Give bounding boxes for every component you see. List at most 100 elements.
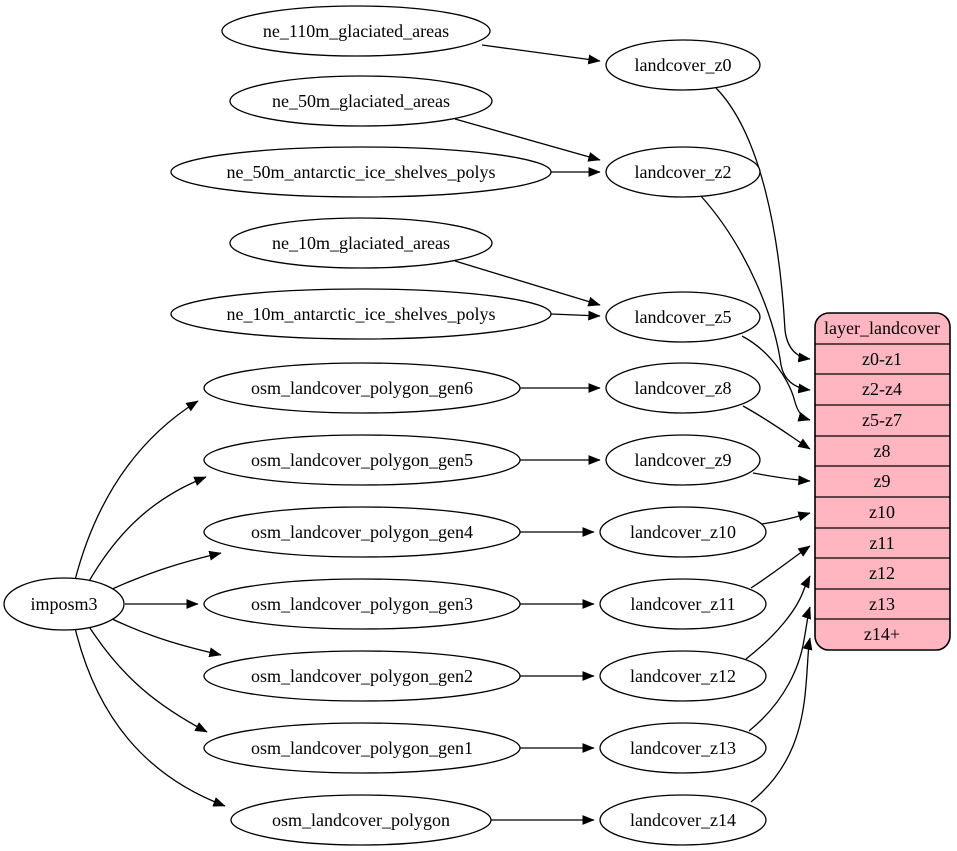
node-shape	[203, 722, 521, 774]
node-shape	[599, 722, 767, 774]
edge-imposm3-gen6	[74, 400, 199, 581]
node-label: ne_50m_glaciated_areas	[272, 91, 450, 111]
node-shape	[605, 291, 761, 343]
edge-z9-row-z9	[752, 472, 811, 486]
node-imposm3: imposm3	[3, 577, 125, 631]
node-osm-landcover-polygon-gen2: osm_landcover_polygon_gen2	[203, 650, 521, 702]
node-shape	[599, 506, 767, 558]
node-label: osm_landcover_polygon_gen6	[251, 378, 473, 398]
edge-imposm3-poly	[74, 627, 226, 807]
node-osm-landcover-polygon-gen3: osm_landcover_polygon_gen3	[203, 578, 521, 630]
nodes-layer: imposm3 ne_110m_glaciated_areas ne_50m_g…	[3, 5, 767, 846]
node-shape	[599, 578, 767, 630]
record-row-label: z10	[869, 502, 895, 522]
node-osm-landcover-polygon-gen1: osm_landcover_polygon_gen1	[203, 722, 521, 774]
node-ne-10m-glaciated-areas: ne_10m_glaciated_areas	[229, 217, 493, 269]
node-ne-50m-glaciated-areas: ne_50m_glaciated_areas	[229, 75, 493, 127]
node-osm-landcover-polygon: osm_landcover_polygon	[230, 794, 492, 846]
node-landcover-z10: landcover_z10	[599, 506, 767, 558]
node-shape	[170, 146, 552, 198]
edge-ne50m-z2	[454, 118, 601, 162]
edge-imposm3-gen2	[109, 617, 222, 658]
node-landcover-z2: landcover_z2	[605, 146, 761, 198]
node-label: landcover_z14	[630, 810, 736, 830]
node-label: landcover_z5	[635, 307, 732, 327]
record-body	[814, 312, 951, 651]
record-row-label: z2-z4	[862, 379, 902, 399]
node-ne-110m-glaciated-areas: ne_110m_glaciated_areas	[221, 5, 491, 57]
node-osm-landcover-polygon-gen6: osm_landcover_polygon_gen6	[203, 362, 521, 414]
record-row-label: z13	[869, 594, 895, 614]
node-shape	[221, 5, 491, 57]
node-landcover-z5: landcover_z5	[605, 291, 761, 343]
node-landcover-z13: landcover_z13	[599, 722, 767, 774]
edges-layer	[74, 44, 813, 825]
edge-z11-row-z11	[750, 545, 811, 589]
node-shape	[3, 577, 125, 631]
node-label: ne_110m_glaciated_areas	[263, 21, 449, 41]
record-row-label: z0-z1	[862, 349, 902, 369]
node-label: landcover_z12	[630, 666, 736, 686]
node-label: ne_10m_glaciated_areas	[272, 233, 450, 253]
edge-z2-row-z2z4	[699, 194, 811, 394]
edge-ne10m-z5	[454, 260, 601, 307]
node-label: ne_10m_antarctic_ice_shelves_polys	[227, 304, 496, 324]
node-shape	[599, 794, 767, 846]
node-label: landcover_z9	[635, 450, 732, 470]
node-label: landcover_z8	[635, 378, 732, 398]
node-label: landcover_z13	[630, 738, 736, 758]
edge-z12-row-z12	[745, 575, 811, 660]
node-osm-landcover-polygon-gen4: osm_landcover_polygon_gen4	[203, 506, 521, 558]
node-label: osm_landcover_polygon	[272, 810, 450, 830]
record-row-label: z11	[869, 533, 894, 553]
record-row-label: z12	[869, 563, 895, 583]
edge-imposm3-gen4	[109, 550, 222, 591]
node-shape	[229, 217, 493, 269]
node-shape	[605, 362, 761, 414]
node-label: landcover_z2	[635, 162, 732, 182]
node-label: imposm3	[30, 594, 97, 614]
node-landcover-z9: landcover_z9	[605, 434, 761, 486]
node-label: osm_landcover_polygon_gen1	[251, 738, 473, 758]
node-shape	[203, 578, 521, 630]
node-label: osm_landcover_polygon_gen3	[251, 594, 473, 614]
node-landcover-z11: landcover_z11	[599, 578, 767, 630]
node-label: osm_landcover_polygon_gen4	[251, 522, 473, 542]
node-label: landcover_z11	[630, 594, 735, 614]
edge-ne110m-z0	[481, 44, 601, 65]
record-title: layer_landcover	[824, 318, 940, 338]
node-landcover-z12: landcover_z12	[599, 650, 767, 702]
edge-z5-row-z5z7	[741, 335, 811, 422]
edge-imposm3-gen1	[87, 624, 208, 733]
record-row-label: z14+	[864, 624, 900, 644]
node-label: ne_50m_antarctic_ice_shelves_polys	[227, 162, 496, 182]
node-shape	[203, 506, 521, 558]
node-shape	[203, 362, 521, 414]
node-landcover-z8: landcover_z8	[605, 362, 761, 414]
node-shape	[605, 146, 761, 198]
node-label: landcover_z10	[630, 522, 736, 542]
node-label: osm_landcover_polygon_gen5	[251, 450, 473, 470]
node-shape	[605, 434, 761, 486]
record-row-label: z5-z7	[862, 410, 902, 430]
edge-z10-row-z10	[761, 511, 811, 525]
node-shape	[170, 288, 552, 340]
edge-z0-row-z0z1	[715, 87, 811, 363]
node-osm-landcover-polygon-gen5: osm_landcover_polygon_gen5	[203, 434, 521, 486]
node-shape	[203, 434, 521, 486]
record-row-label: z8	[874, 441, 891, 461]
edge-z14-row-z14	[750, 637, 813, 803]
node-shape	[229, 75, 493, 127]
node-shape	[203, 650, 521, 702]
node-landcover-z14: landcover_z14	[599, 794, 767, 846]
node-ne-50m-antarctic-ice-shelves-polys: ne_50m_antarctic_ice_shelves_polys	[170, 146, 552, 198]
record-row-label: z9	[874, 471, 891, 491]
node-layer-landcover-record: layer_landcover z0-z1 z2-z4 z5-z7 z8 z9 …	[814, 312, 951, 651]
edge-ne10mice-z5	[550, 310, 601, 321]
edge-z8-row-z8	[742, 405, 811, 450]
node-landcover-z0: landcover_z0	[605, 39, 761, 91]
node-ne-10m-antarctic-ice-shelves-polys: ne_10m_antarctic_ice_shelves_polys	[170, 288, 552, 340]
node-label: landcover_z0	[635, 55, 732, 75]
